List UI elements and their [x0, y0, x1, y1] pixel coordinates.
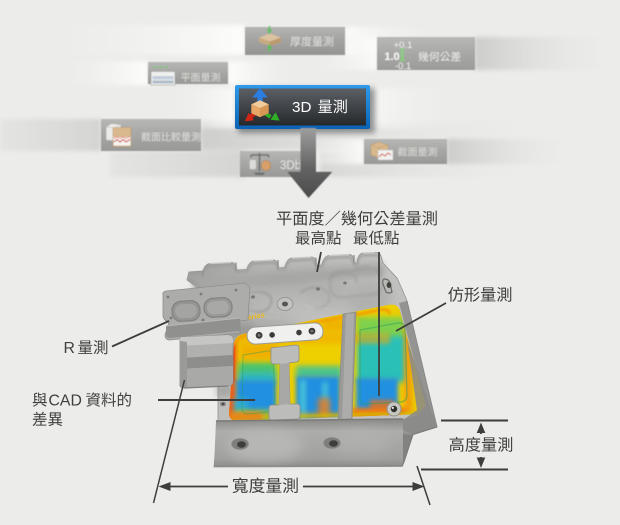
svg-text:1.0: 1.0 — [384, 51, 399, 63]
svg-text:CAD: CAD — [49, 393, 82, 410]
svg-text:3D: 3D — [292, 99, 311, 116]
svg-text:-0.1: -0.1 — [395, 61, 411, 72]
svg-text:R: R — [64, 340, 75, 357]
svg-text:+0.1: +0.1 — [394, 40, 413, 51]
svg-text:3D: 3D — [280, 160, 295, 172]
